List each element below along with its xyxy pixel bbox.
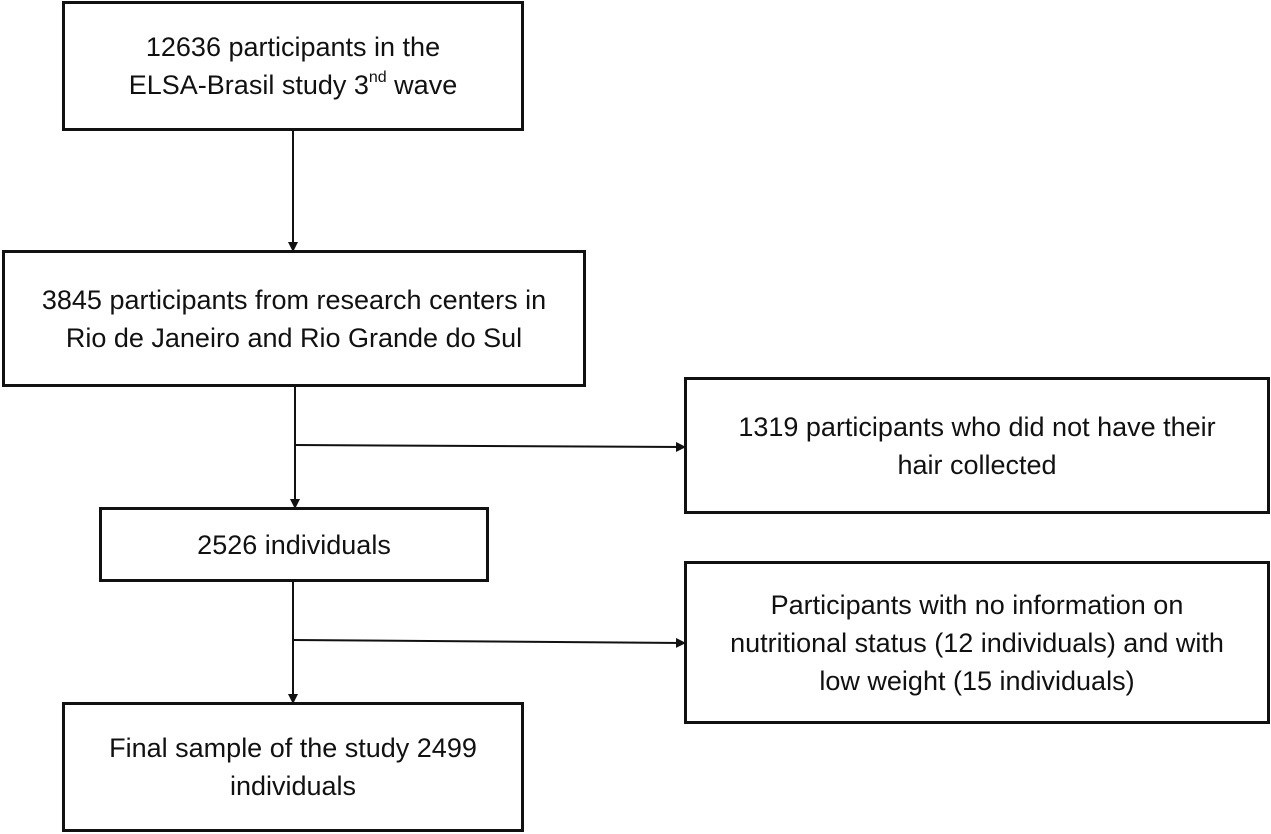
start-box-line2-pre: ELSA-Brasil study 3 [128, 70, 369, 100]
excluded-nutrition-box-text: Participants with no information on nutr… [730, 589, 1224, 696]
excluded-hair-box: 1319 participants who did not have their… [684, 377, 1270, 514]
centers-box: 3845 participants from research centers … [2, 250, 586, 387]
excluded-hair-box-text: 1319 participants who did not have their… [738, 411, 1216, 480]
centers-box-text: 3845 participants from research centers … [41, 284, 547, 353]
final-box: Final sample of the study 2499 individua… [62, 702, 524, 832]
excluded-nutrition-box: Participants with no information on nutr… [684, 561, 1270, 724]
arrow-branch-to-excluded-hair [294, 441, 686, 452]
individuals-box-text: 2526 individuals [197, 529, 391, 560]
final-box-text: Final sample of the study 2499 individua… [109, 733, 477, 801]
start-box-line2-sup: nd [368, 69, 387, 86]
individuals-box: 2526 individuals [99, 507, 489, 582]
start-box-line2-post: wave [386, 70, 458, 100]
arrow-branch-to-excluded-nutrition [292, 637, 686, 648]
start-box-line1: 12636 participants in the [145, 32, 441, 62]
